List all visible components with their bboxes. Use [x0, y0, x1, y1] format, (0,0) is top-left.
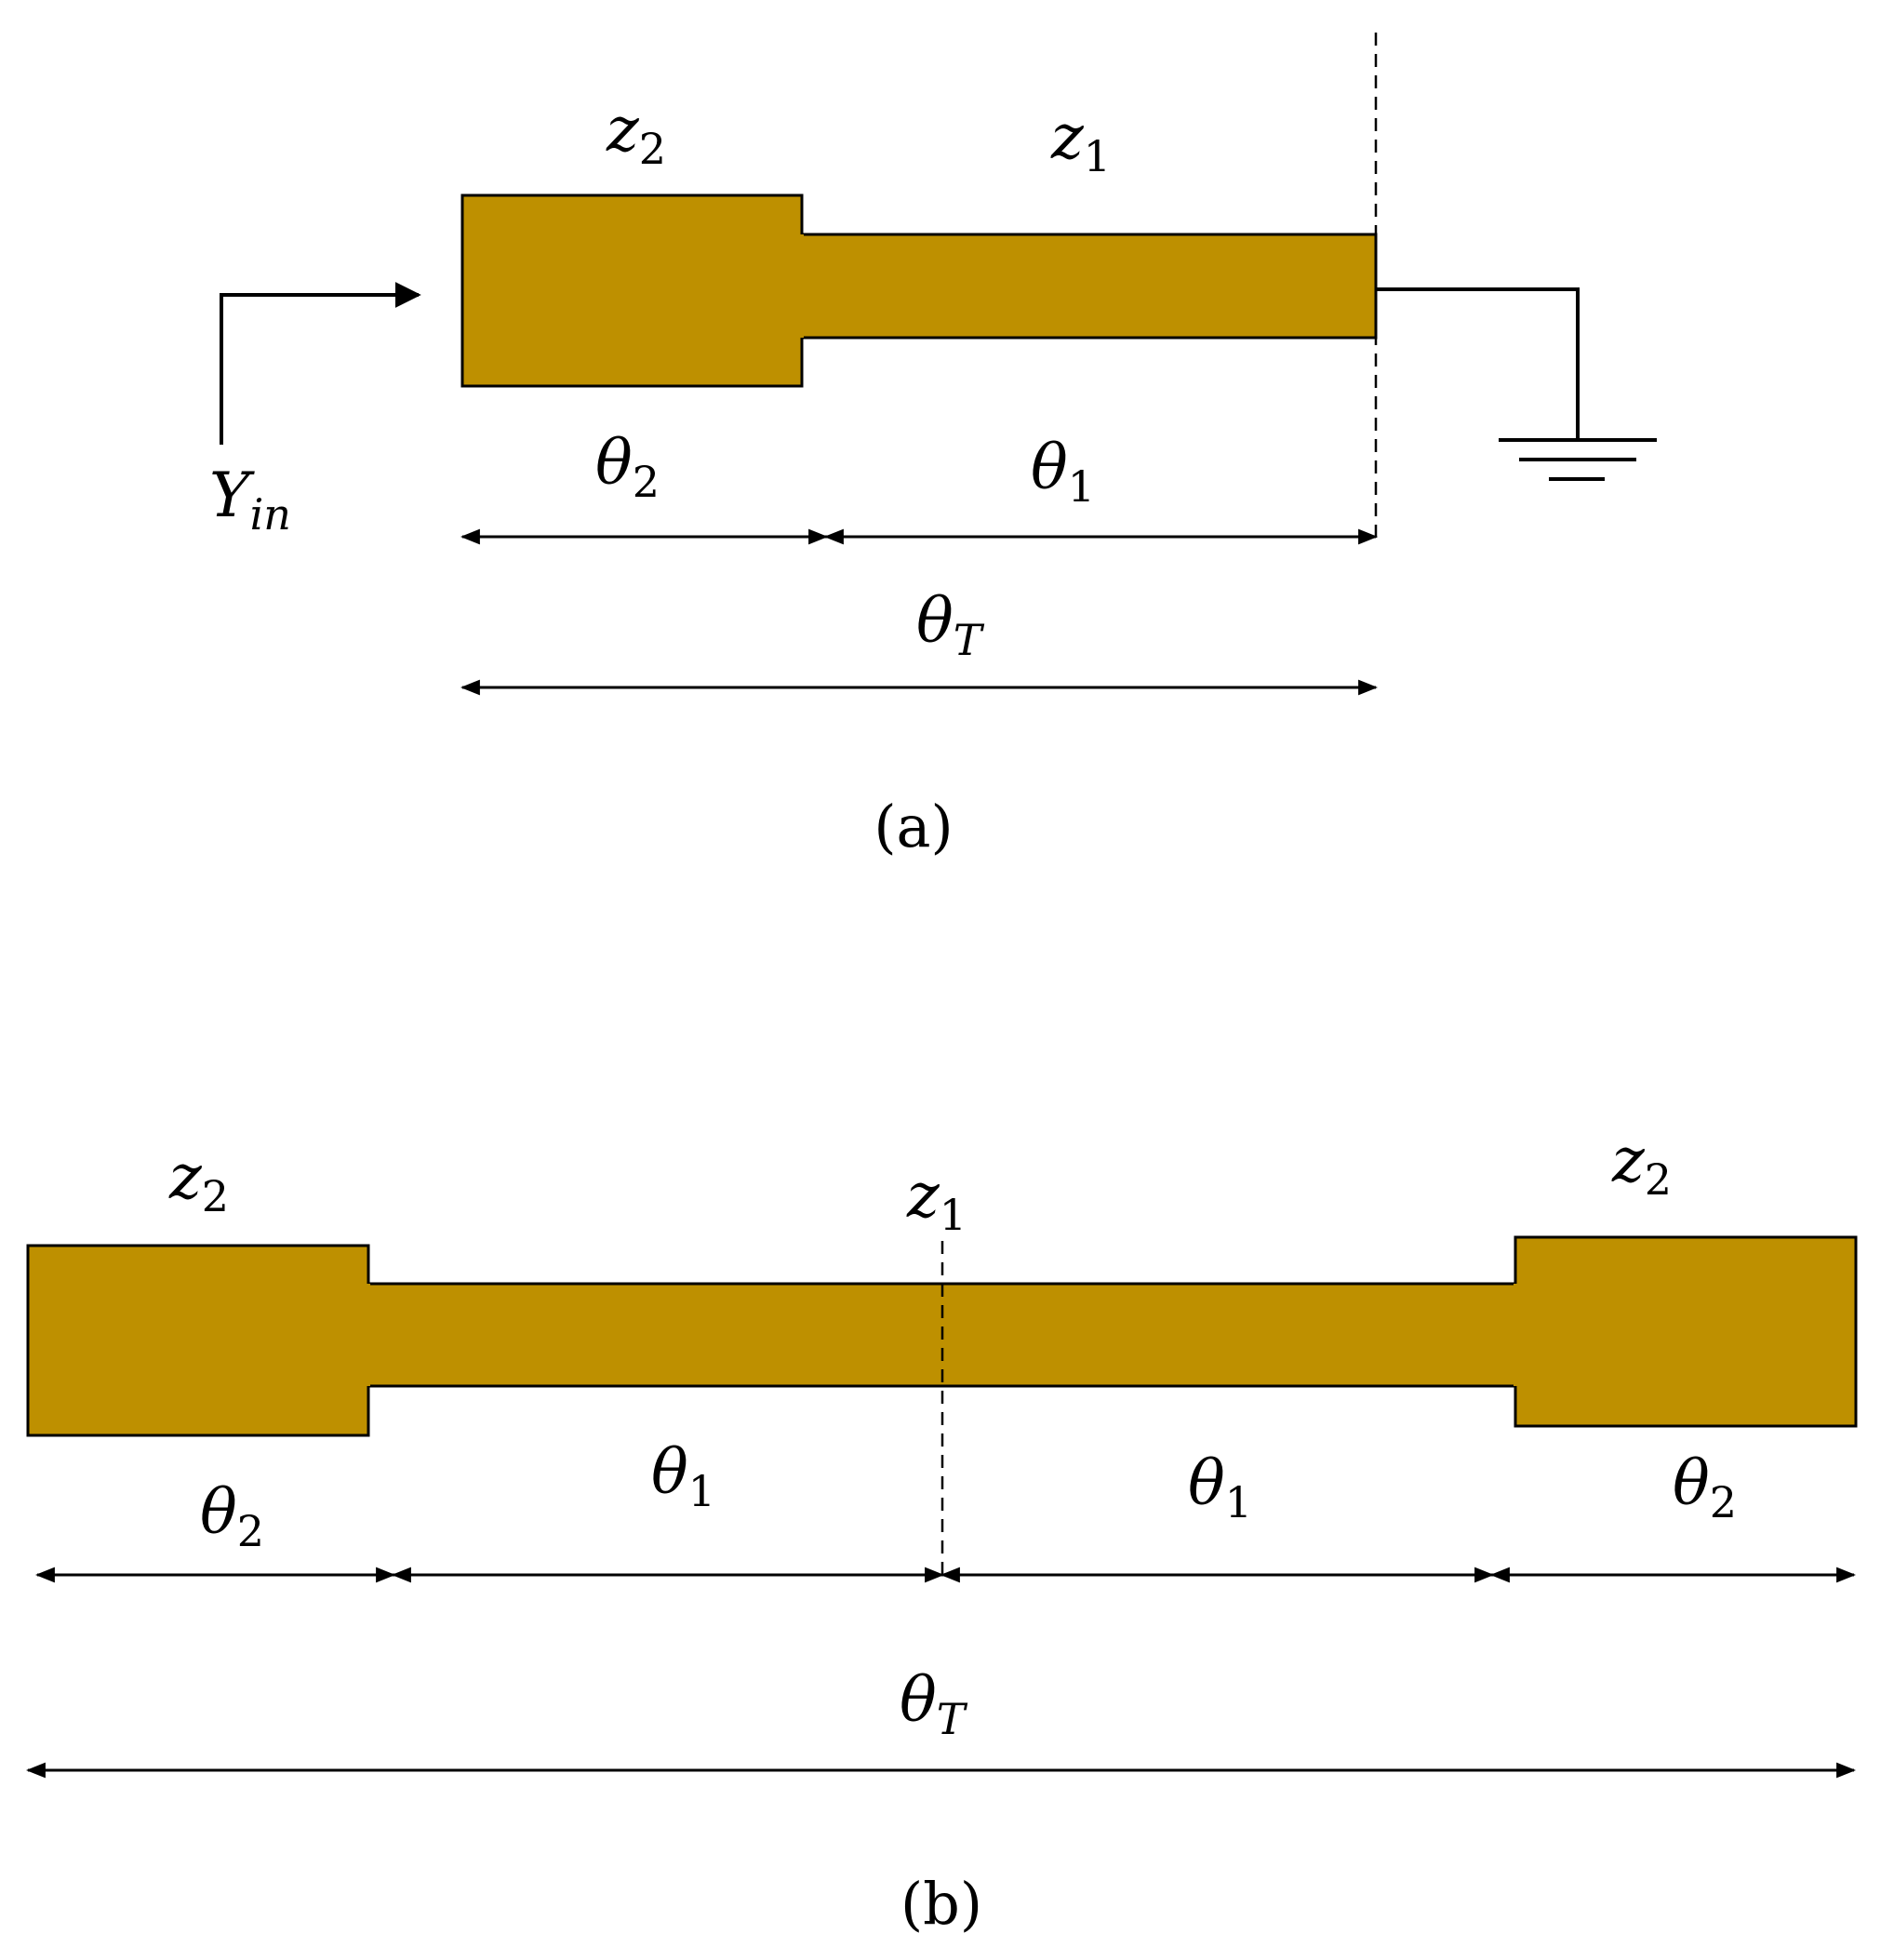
input-arrow [220, 282, 421, 445]
label-a-z1: z1 [1050, 101, 1111, 181]
label-b-theta1-left: θ1 [651, 1436, 715, 1516]
label-b-z2-left: z2 [168, 1141, 229, 1221]
label-b-z1: z1 [906, 1160, 967, 1240]
label-b-thetaT: θT [900, 1664, 968, 1744]
label-b-theta2-left: θ2 [200, 1476, 264, 1556]
label-a-theta2: θ2 [595, 427, 660, 507]
label-a-theta1: θ1 [1031, 432, 1095, 512]
label-b-theta2-right: θ2 [1673, 1447, 1737, 1527]
caption-b: (b) [900, 1870, 982, 1938]
figure-a: z2 z1 θ2 θ1 θT Yin (a) [209, 33, 1657, 860]
ground-wire [1376, 287, 1580, 440]
stub-b-z2-right-section [1514, 1235, 1858, 1428]
label-a-yin: Yin [209, 460, 291, 540]
label-a-thetaT: θT [916, 585, 985, 665]
caption-a: (a) [874, 793, 953, 860]
label-b-theta1-right: θ1 [1188, 1447, 1252, 1527]
stub-a-z2-section [460, 193, 804, 388]
figure-b: z2 z1 z2 θ2 θ1 θ1 θ2 θT (b) [25, 1125, 1858, 1938]
stub-a-z1-section [800, 233, 1378, 340]
stub-b-z2-left-section [26, 1244, 370, 1437]
label-a-z2: z2 [606, 94, 666, 174]
ground-icon [1499, 438, 1657, 481]
label-b-z2-right: z2 [1611, 1125, 1672, 1205]
